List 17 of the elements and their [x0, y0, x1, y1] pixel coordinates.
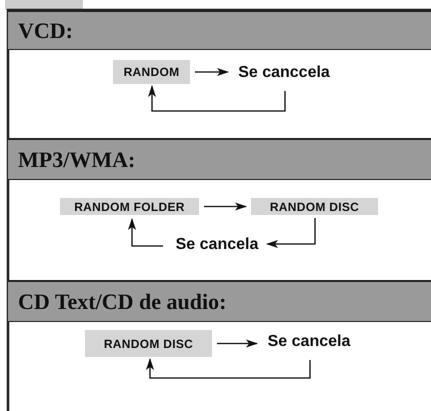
- arrow: [217, 340, 258, 348]
- arrow: [148, 85, 286, 112]
- section-header: VCD:: [8, 10, 431, 50]
- arrow: [204, 202, 247, 210]
- mode-label: RANDOM: [113, 60, 190, 84]
- arrow: [146, 358, 311, 379]
- section-header: MP3/WMA:: [8, 138, 431, 180]
- status-text: Se cancela: [262, 330, 356, 354]
- status-text: Se cancela: [168, 234, 266, 256]
- arrow: [266, 218, 316, 248]
- mode-label: RANDOM DISC: [85, 330, 212, 357]
- mode-label: RANDOM FOLDER: [60, 198, 199, 215]
- status-text: Se canccela: [233, 61, 335, 85]
- mode-label: RANDOM DISC: [251, 198, 378, 215]
- section-header: CD Text/CD de audio:: [8, 280, 431, 322]
- arrow: [128, 218, 163, 247]
- arrow: [195, 68, 229, 76]
